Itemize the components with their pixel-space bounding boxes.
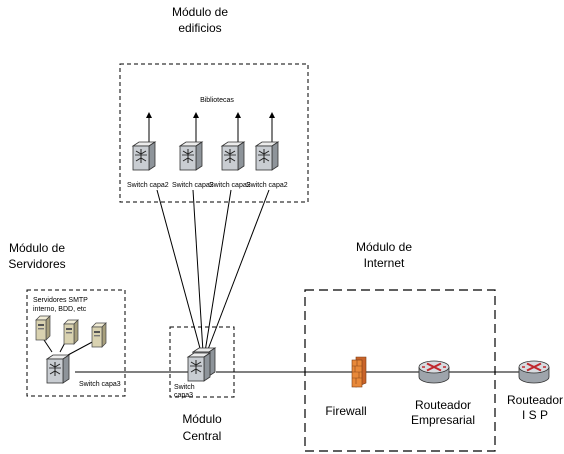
module-internet-title-1: Módulo de: [356, 240, 412, 254]
module-edificios-title-2: edificios: [178, 21, 221, 35]
router-empresarial-icon: [418, 360, 450, 384]
uplink-arrows: [146, 112, 275, 145]
switch-capa2-1-label: Switch capa2: [127, 182, 169, 189]
switch-capa2-3-label: Switch capa2: [209, 182, 251, 189]
servers-caption-2: interno, BDD, etc: [33, 306, 87, 313]
firewall-icon: [351, 356, 367, 388]
bibliotecas-label: Bibliotecas: [200, 97, 234, 104]
router-isp-label-1: Routeador: [507, 393, 563, 407]
module-edificios-box: [119, 63, 309, 203]
module-servidores-box: [26, 289, 126, 397]
switch-capa2-1-icon: [132, 141, 156, 171]
server-1-icon: [35, 315, 51, 341]
link-switch4-central: [206, 189, 270, 353]
router-empresarial-label-1: Routeador: [415, 398, 471, 412]
servers-caption-1: Servidores SMTP: [33, 297, 88, 304]
switch-capa2-4-icon: [255, 141, 279, 171]
module-edificios-title-1: Módulo de: [172, 5, 228, 19]
arrowhead-1: [146, 112, 152, 118]
router-empresarial-label-2: Empresarial: [411, 413, 475, 427]
switch-capa3-central-label-2: capa3: [174, 392, 193, 399]
server-2-icon: [63, 319, 79, 345]
link-switch2-central: [192, 189, 204, 353]
switch-capa3-servers-icon: [46, 354, 70, 384]
module-servidores-title-2: Servidores: [8, 257, 65, 271]
router-isp-icon: [518, 360, 550, 384]
link-switch1-central: [156, 189, 202, 353]
switch-capa3-servers-label: Switch capa3: [79, 381, 121, 388]
module-servidores-title-1: Módulo de: [9, 241, 65, 255]
switch-capa3-central-label-1: Switch: [174, 384, 195, 391]
link-server3: [67, 339, 97, 356]
router-isp-label-2: I S P: [522, 408, 548, 422]
module-internet-box: [304, 289, 496, 452]
module-central-title-1: Módulo: [182, 412, 222, 426]
switch-capa2-4-label: Switch capa2: [246, 182, 288, 189]
arrowhead-2: [193, 112, 199, 118]
firewall-label: Firewall: [325, 404, 366, 418]
switch-capa2-2-icon: [179, 141, 203, 171]
switch-capa2-2-label: Switch capa2: [172, 182, 214, 189]
module-central-box: [169, 326, 235, 398]
switch-capa3-central-icon: [187, 352, 211, 382]
switch-capa2-3-icon: [221, 141, 245, 171]
server-3-icon: [91, 322, 107, 348]
module-central-title-2: Central: [183, 429, 222, 443]
link-switch3-central: [204, 189, 232, 353]
arrowhead-4: [269, 112, 275, 118]
module-internet-title-2: Internet: [364, 256, 405, 270]
links: [41, 189, 520, 373]
arrowhead-3: [235, 112, 241, 118]
